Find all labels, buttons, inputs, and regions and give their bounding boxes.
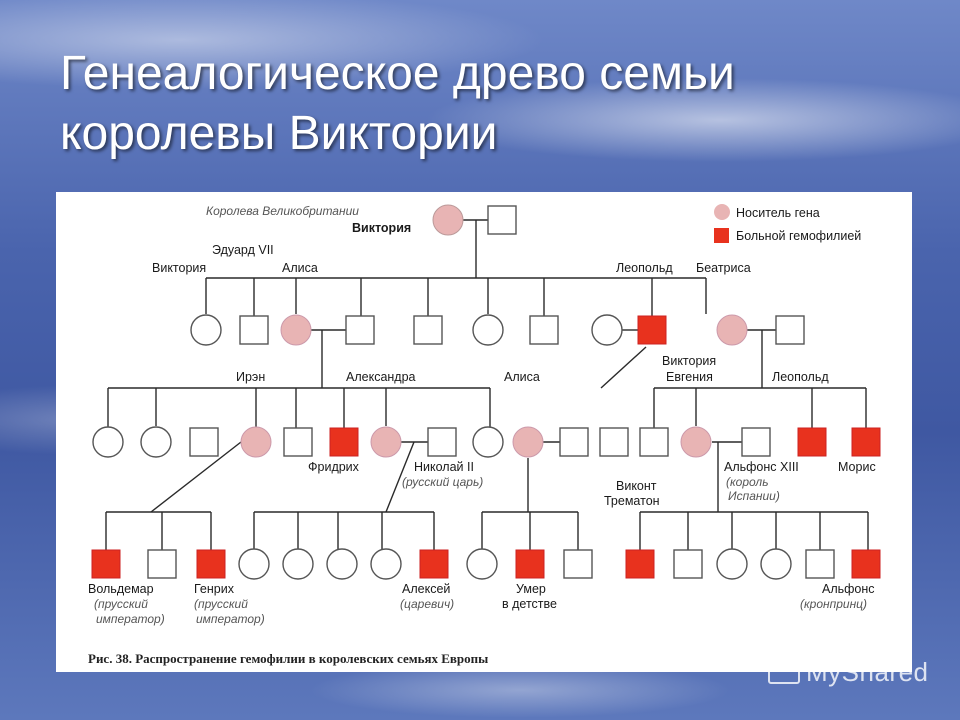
legend-affected-swatch	[714, 228, 729, 243]
label-alfons: Альфонс	[822, 582, 875, 596]
gen3-alfons13	[741, 427, 771, 457]
gen2-alisa-carrier	[280, 314, 312, 346]
label-queen-name: Виктория	[352, 221, 411, 235]
gen3-alisa-husband	[559, 427, 589, 457]
gen4-daughter-1	[238, 548, 270, 580]
gen2-son-2	[529, 315, 559, 345]
queen-victoria-carrier	[432, 204, 464, 236]
pedigree-figure: Носитель гена Больной гемофилией Королев…	[56, 192, 912, 672]
label-genrih-note-1: (прусский	[194, 597, 248, 611]
label-nikolay: Николай II	[414, 460, 474, 474]
gen3-daughter-2	[140, 426, 172, 458]
label-edward: Эдуард VII	[212, 243, 274, 257]
label-alfons-note: (кронпринц)	[800, 597, 867, 611]
label-viktoria-evgenia-2: Евгения	[666, 370, 713, 384]
gen3-son-3	[599, 427, 629, 457]
prince-albert	[487, 205, 517, 235]
gen3-moris-affected	[851, 427, 881, 457]
label-voldemar-note-2: император)	[96, 612, 165, 626]
gen4-daughter-5	[466, 548, 498, 580]
label-iren: Ирэн	[236, 370, 265, 384]
pedigree-chart: Носитель гена Больной гемофилией Королев…	[88, 204, 881, 666]
gen3-alisa-carrier	[512, 426, 544, 458]
label-vikont-2: Трематон	[604, 494, 660, 508]
label-genrih-note-2: император)	[196, 612, 265, 626]
gen2-edward	[239, 315, 269, 345]
label-aleksandra: Александра	[346, 370, 416, 384]
figure-caption: Рис. 38. Распространение гемофилии в кор…	[88, 651, 488, 666]
label-genrih: Генрих	[194, 582, 235, 596]
label-alfons13-note-2: Испании)	[728, 489, 780, 503]
gen3-nikolay	[427, 427, 457, 457]
gen4-genrih-affected	[196, 549, 226, 579]
legend-carrier-swatch	[714, 204, 730, 220]
label-vikont-1: Виконт	[616, 479, 657, 493]
watermark: MyShared	[768, 656, 929, 688]
gen4-daughter-2	[282, 548, 314, 580]
gen4-daughter-6	[716, 548, 748, 580]
label-queen-title: Королева Великобритании	[206, 204, 359, 218]
gen2-beatrisa-carrier	[716, 314, 748, 346]
label-leopold-1: Леопольд	[616, 261, 673, 275]
label-nikolay-note: (русский царь)	[402, 475, 483, 489]
gen4-daughter-3	[326, 548, 358, 580]
label-aleksey-note: (царевич)	[400, 597, 454, 611]
gen2-viktoria	[190, 314, 222, 346]
gen4-son-4	[805, 549, 835, 579]
label-alfons13-note-1: (король	[726, 475, 769, 489]
label-fridrih: Фридрих	[308, 460, 360, 474]
gen2-alisa-husband	[345, 315, 375, 345]
label-moris: Морис	[838, 460, 876, 474]
gen3-leopold-affected	[797, 427, 827, 457]
label-leopold-2: Леопольд	[772, 370, 829, 384]
gen4-alfons-affected	[851, 549, 881, 579]
label-beatrisa: Беатриса	[696, 261, 751, 275]
gen4-aleksey-affected	[419, 549, 449, 579]
label-viktoria-1: Виктория	[152, 261, 206, 275]
pedigree-lines	[105, 219, 869, 550]
label-alisa-2: Алиса	[504, 370, 540, 384]
gen4-daughter-7	[760, 548, 792, 580]
gen2-leopold-affected	[637, 315, 667, 345]
gen3-viktoria-evgenia-carrier	[680, 426, 712, 458]
gen2-leopold-wife	[591, 314, 623, 346]
gen4-son-1	[147, 549, 177, 579]
presentation-icon	[768, 656, 800, 684]
gen4-daughter-4	[370, 548, 402, 580]
slide-title-line-2: королевы Виктории	[60, 107, 498, 160]
gen3-son-1	[189, 427, 219, 457]
gen4-voldemar-affected	[91, 549, 121, 579]
gen2-son-1	[413, 315, 443, 345]
gen2-beatrisa-husband	[775, 315, 805, 345]
gen3-daughter-3	[472, 426, 504, 458]
watermark-text: MyShared	[806, 657, 929, 687]
label-umer-2: в детстве	[502, 597, 557, 611]
label-viktoria-evgenia-1: Виктория	[662, 354, 716, 368]
label-alisa-1: Алиса	[282, 261, 318, 275]
slide-title-line-1: Генеалогическое древо семьи	[60, 47, 735, 100]
gen3-iren-carrier	[240, 426, 272, 458]
gen3-aleksandra-carrier	[370, 426, 402, 458]
gen4-son-2	[563, 549, 593, 579]
legend-carrier-label: Носитель гена	[736, 206, 820, 220]
gen3-daughter-1	[92, 426, 124, 458]
gen3-son-4	[639, 427, 669, 457]
label-voldemar: Вольдемар	[88, 582, 154, 596]
gen4-vikont-affected	[625, 549, 655, 579]
legend-affected-label: Больной гемофилией	[736, 229, 861, 243]
label-voldemar-note-1: (прусский	[94, 597, 148, 611]
label-alfons13: Альфонс XIII	[724, 460, 799, 474]
label-aleksey: Алексей	[402, 582, 450, 596]
legend: Носитель гена Больной гемофилией	[714, 204, 861, 243]
gen4-died-child-affected	[515, 549, 545, 579]
gen3-son-2	[283, 427, 313, 457]
slide-title: Генеалогическое древо семьи королевы Вик…	[60, 44, 920, 164]
gen2-daughter-1	[472, 314, 504, 346]
gen3-fridrih-affected	[329, 427, 359, 457]
gen4-son-3	[673, 549, 703, 579]
label-umer-1: Умер	[516, 582, 546, 596]
